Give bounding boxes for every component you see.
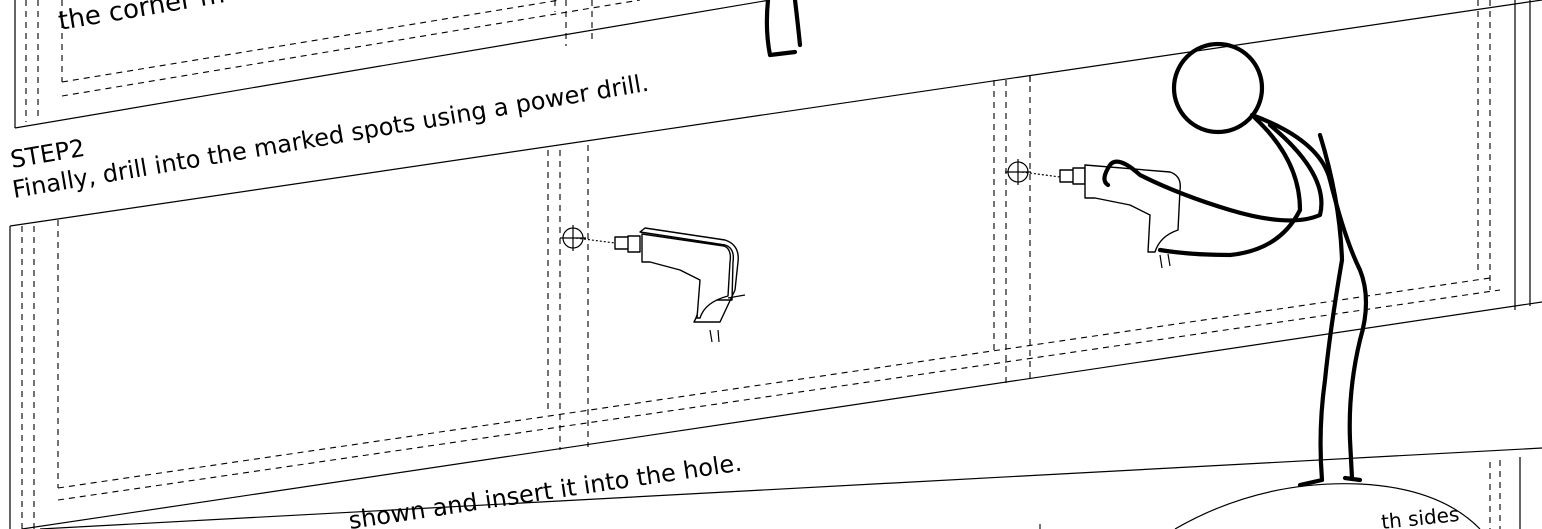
step3-partial-text: shown and insert it into the hole. (347, 449, 744, 529)
stick-figure-icon (764, 0, 1369, 488)
top-partial-text: the corner m (56, 0, 227, 37)
power-drill-icon (560, 225, 746, 343)
bubble-partial-text: th sides (1380, 502, 1460, 529)
power-drill-icon-held (1005, 159, 1181, 269)
top-panel (14, 0, 1531, 310)
middle-panel (9, 0, 1542, 529)
callout-bubble (1174, 483, 1481, 529)
bottom-panel (39, 447, 1542, 529)
